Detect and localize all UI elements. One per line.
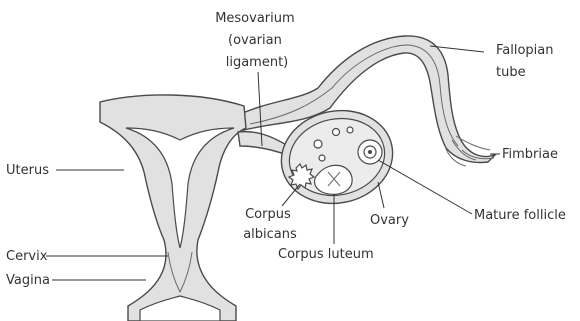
label-cervix: Cervix bbox=[6, 249, 48, 264]
label-mature-follicle: Mature follicle bbox=[474, 208, 566, 223]
label-corpus-luteum: Corpus luteum bbox=[278, 247, 374, 262]
label-vagina: Vagina bbox=[6, 273, 50, 288]
label-corpus-albicans-line-1: Corpus bbox=[245, 207, 291, 222]
label-mesovarium-line-1: Mesovarium bbox=[215, 11, 294, 26]
label-mesovarium-line-2: (ovarian bbox=[228, 33, 282, 48]
leader-ovary bbox=[378, 182, 384, 208]
label-fallopian-tube: Fallopian tube bbox=[496, 43, 558, 80]
label-fallopian-tube-line-2: tube bbox=[496, 65, 526, 80]
label-corpus-albicans-line-2: albicans bbox=[243, 227, 297, 242]
label-corpus-albicans: Corpus albicans bbox=[243, 207, 297, 242]
label-fimbriae: Fimbriae bbox=[502, 147, 558, 162]
label-mesovarium-line-3: ligament) bbox=[226, 55, 289, 70]
label-ovary: Ovary bbox=[370, 213, 409, 228]
leader-mature-follicle bbox=[378, 160, 472, 214]
label-uterus: Uterus bbox=[6, 163, 49, 178]
label-mesovarium: Mesovarium (ovarian ligament) bbox=[215, 11, 299, 70]
label-fallopian-tube-line-1: Fallopian bbox=[496, 43, 554, 58]
uterus bbox=[100, 95, 246, 321]
